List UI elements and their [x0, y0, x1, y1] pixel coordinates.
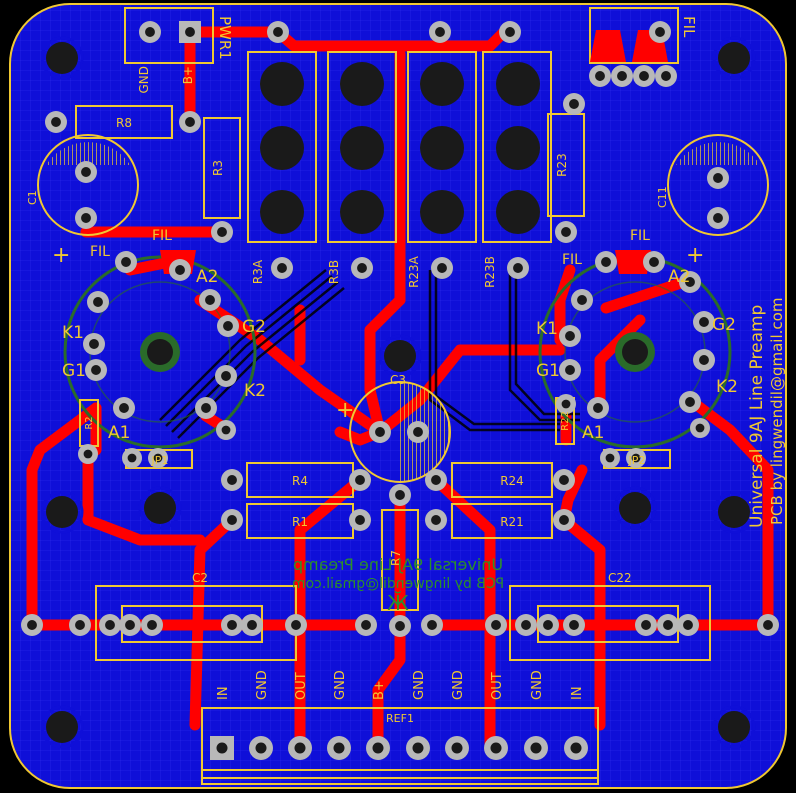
pot-pin: [420, 190, 464, 234]
pot-pin: [496, 190, 540, 234]
pot-pin: [420, 126, 464, 170]
c3-label: C3: [390, 373, 406, 387]
r4-label: R4: [292, 474, 308, 488]
connector-pin-labels: IN GND OUT GND B+ GND GND OUT GND IN: [216, 670, 585, 700]
jp2-label: JP2: [628, 454, 646, 467]
connector-pin-label: GND: [451, 670, 466, 700]
connector-pin-label: IN: [570, 686, 585, 700]
pot-pin: [260, 126, 304, 170]
mount-hole: [46, 711, 78, 743]
c2-label: C2: [192, 571, 208, 585]
connector-pin-label: OUT: [294, 672, 309, 700]
tube-left-k2-label: K2: [244, 381, 266, 401]
pot-pin: [260, 190, 304, 234]
r23-label: R23: [555, 153, 569, 177]
tube-left-fil-label-a: FIL: [90, 244, 110, 260]
connector-pin-label: GND: [412, 670, 427, 700]
tube-left-k1-label: K1: [62, 323, 84, 343]
fil-pads: [160, 30, 668, 274]
r21-label: R21: [500, 515, 524, 529]
edge-credit: PCB by lingwendil@gmail.com: [768, 298, 786, 525]
bottom-copper-traces: [159, 269, 580, 439]
pot-pin: [496, 62, 540, 106]
mount-hole: [718, 42, 750, 74]
mount-hole: [384, 340, 416, 372]
tube-socket-left: [63, 255, 257, 449]
tube-right-g2-label: G2: [712, 315, 736, 335]
tube-left-a2-label: A2: [196, 267, 218, 287]
tube-right-a2-label: A2: [668, 267, 690, 287]
tube-right-fil-label-b: FIL: [630, 228, 650, 244]
pot-pin: [260, 62, 304, 106]
bottom-silkscreen-mirrored: Universal 9AJ Line Preamp PCB by lingwen…: [292, 555, 504, 615]
tube-left-g2-label: G2: [242, 317, 266, 337]
c3-plus: +: [336, 398, 354, 423]
mount-hole: [619, 492, 651, 524]
r23b-label: R23B: [483, 256, 497, 288]
connector-pin-label: GND: [255, 670, 270, 700]
connector-pin-label: GND: [530, 670, 545, 700]
mirrored-title: Universal 9AJ Line Preamp: [293, 555, 503, 574]
pot-pin: [496, 126, 540, 170]
silkscreen-labels: PWR1 GND B+ FIL R8 R3 R23 R3A R3B R23A R…: [26, 16, 786, 725]
pot-pin: [420, 62, 464, 106]
r3a-label: R3A: [251, 259, 265, 284]
through-hole-pads: [21, 21, 779, 760]
pot-pin: [340, 62, 384, 106]
tube-right-g1-label: G1: [536, 361, 560, 381]
pot-pin: [340, 126, 384, 170]
pwr1-label: PWR1: [216, 16, 234, 60]
connector-pin-label: IN: [216, 686, 231, 700]
pwr-bplus-label: B+: [181, 66, 195, 84]
mount-hole: [46, 42, 78, 74]
c11-plus: +: [686, 243, 704, 268]
mount-hole: [46, 496, 78, 528]
r23a-label: R23A: [407, 255, 421, 288]
r3b-label: R3B: [327, 260, 341, 284]
tube-right-k2-label: K2: [716, 377, 738, 397]
mount-hole: [144, 492, 176, 524]
pwr-gnd-label: GND: [137, 66, 151, 94]
tube-left-a1-label: A1: [108, 423, 130, 443]
r7-label: R7: [389, 550, 403, 566]
tube-right-k1-label: K1: [536, 319, 558, 339]
tube-left-fil-label-b: FIL: [152, 228, 172, 244]
edge-title: Universal 9AJ Line Preamp: [747, 305, 767, 528]
connector-pin-label: B+: [372, 680, 387, 700]
r24-label: R24: [500, 474, 524, 488]
mirrored-logo: Ӂ: [387, 591, 409, 615]
connector-pin-label: GND: [333, 670, 348, 700]
pot-pin: [340, 190, 384, 234]
fil-header-label: FIL: [680, 16, 698, 38]
r22-label: R22: [560, 411, 571, 431]
mount-hole: [718, 711, 750, 743]
tube-left-g1-label: G1: [62, 361, 86, 381]
mirrored-credit: PCB by lingwendil@gmail.com: [292, 576, 504, 592]
r8-label: R8: [116, 116, 132, 130]
r2-label: R2: [84, 416, 95, 429]
mount-hole: [718, 496, 750, 528]
c11-label: C11: [656, 186, 669, 208]
r1-label: R1: [292, 515, 308, 529]
c1-label: C1: [26, 190, 39, 205]
jp1-label: JP1: [151, 454, 169, 467]
connector-pin-label: OUT: [490, 672, 505, 700]
mounting-holes: [40, 36, 756, 749]
c1-plus: +: [52, 243, 70, 268]
r3-label: R3: [211, 160, 225, 176]
tube-right-fil-label-a: FIL: [562, 252, 582, 268]
c22-label: C22: [608, 571, 632, 585]
tube-right-a1-label: A1: [582, 423, 604, 443]
ref1-label: REF1: [386, 712, 414, 725]
